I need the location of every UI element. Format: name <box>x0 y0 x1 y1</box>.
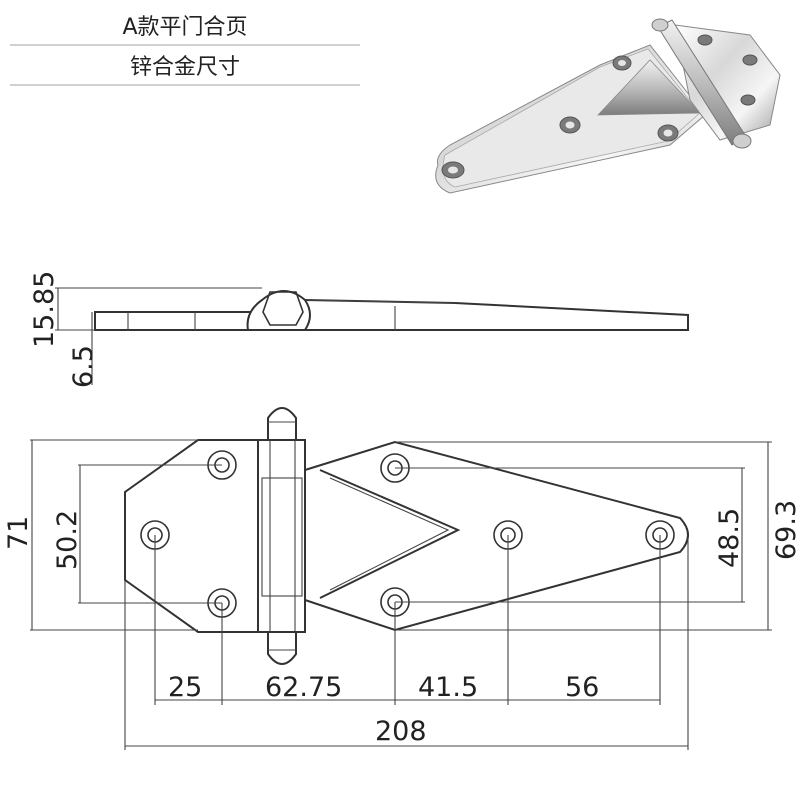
dim-seg-4: 56 <box>565 672 599 703</box>
dim-right-height: 69.3 <box>771 500 800 560</box>
model-name: A款平门合页 <box>10 6 360 46</box>
dim-total-length: 208 <box>375 716 427 747</box>
dim-seg-3: 41.5 <box>418 672 478 703</box>
dim-total-height: 71 <box>3 516 34 550</box>
side-view: 15.85 6.5 <box>29 271 689 388</box>
front-view: 71 50.2 48.5 69.3 25 62.75 41.5 56 208 <box>3 407 800 750</box>
hinge-photo <box>435 18 781 194</box>
dim-side-thickness: 6.5 <box>68 345 99 388</box>
dim-side-height: 15.85 <box>29 271 60 348</box>
dim-left-holes: 50.2 <box>52 510 83 570</box>
material-label: 锌合金尺寸 <box>10 46 360 86</box>
dim-seg-1: 25 <box>168 672 202 703</box>
info-table: A款平门合页 锌合金尺寸 <box>10 6 360 86</box>
dim-right-holes: 48.5 <box>714 508 745 568</box>
dim-seg-2: 62.75 <box>265 672 342 703</box>
